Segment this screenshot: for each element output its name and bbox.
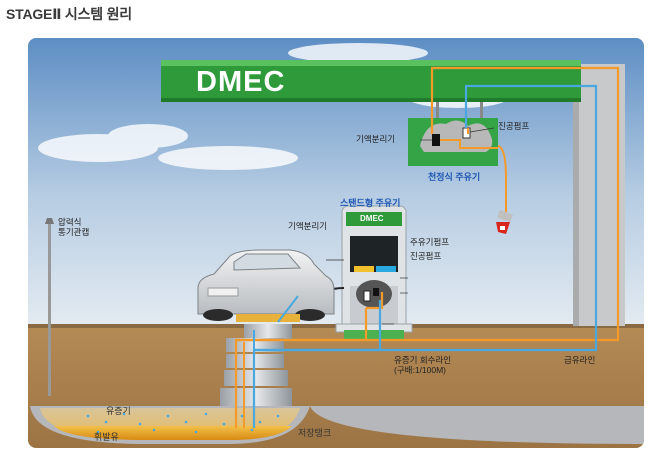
vent-label-line2: 통기관캡: [58, 226, 90, 237]
ceiling-separator-label: 기액분리기: [356, 134, 396, 144]
vapor-bubbles: [86, 412, 280, 434]
stand-separator: [373, 288, 379, 296]
vapor-return-label: 유증기 회수라인 (구배:1/100M): [394, 355, 452, 376]
vent-pipe: [45, 218, 54, 396]
lift-column: [220, 338, 292, 406]
vapor-return-slope: (구배:1/100M): [394, 364, 447, 375]
building-wall: [573, 64, 625, 326]
stand-dispenser: [335, 205, 413, 340]
page-title: STAGEⅡ 시스템 원리: [6, 6, 132, 22]
fuel-label: 휘발유: [94, 432, 119, 442]
stand-vacuum-pump: [363, 290, 371, 302]
system-diagram: [28, 38, 644, 448]
ceiling-nozzle: [496, 209, 513, 234]
diagram-stage: DMEC 기액분리기 진공펌프 천정식 주유기 스탠드형 주유기 DMEC 기액…: [28, 38, 644, 448]
vapor-return-title: 유증기 회수라인: [394, 355, 452, 365]
vent-label-line1: 압력식: [58, 217, 82, 227]
stand-separator-label: 기액분리기: [288, 221, 328, 231]
ceiling-pump-label: 진공펌프: [498, 121, 530, 131]
storage-tank: [30, 406, 644, 444]
stand-fuel-pump-label: 주유기펌프: [410, 237, 450, 247]
stand-dispenser-title: 스탠드형 주유기: [340, 198, 401, 208]
vapor-line-ceiling: [254, 84, 598, 352]
vent-label: 압력식 통기관캡: [58, 217, 90, 238]
canopy-brand: DMEC: [196, 66, 286, 98]
ceiling-separator: [432, 134, 440, 146]
ceiling-dispenser-title: 천정식 주유기: [428, 172, 481, 182]
leader-lines: [326, 127, 495, 325]
vapor-label: 유증기: [106, 406, 131, 416]
tank-label: 저장탱크: [298, 428, 332, 438]
stand-brand: DMEC: [360, 214, 384, 223]
stand-vacuum-pump-label: 진공펌프: [410, 251, 442, 261]
supply-line-label: 급유라인: [564, 355, 596, 365]
car: [197, 249, 335, 321]
ceiling-hose: [497, 145, 507, 213]
supply-line-ceiling: [236, 66, 620, 342]
